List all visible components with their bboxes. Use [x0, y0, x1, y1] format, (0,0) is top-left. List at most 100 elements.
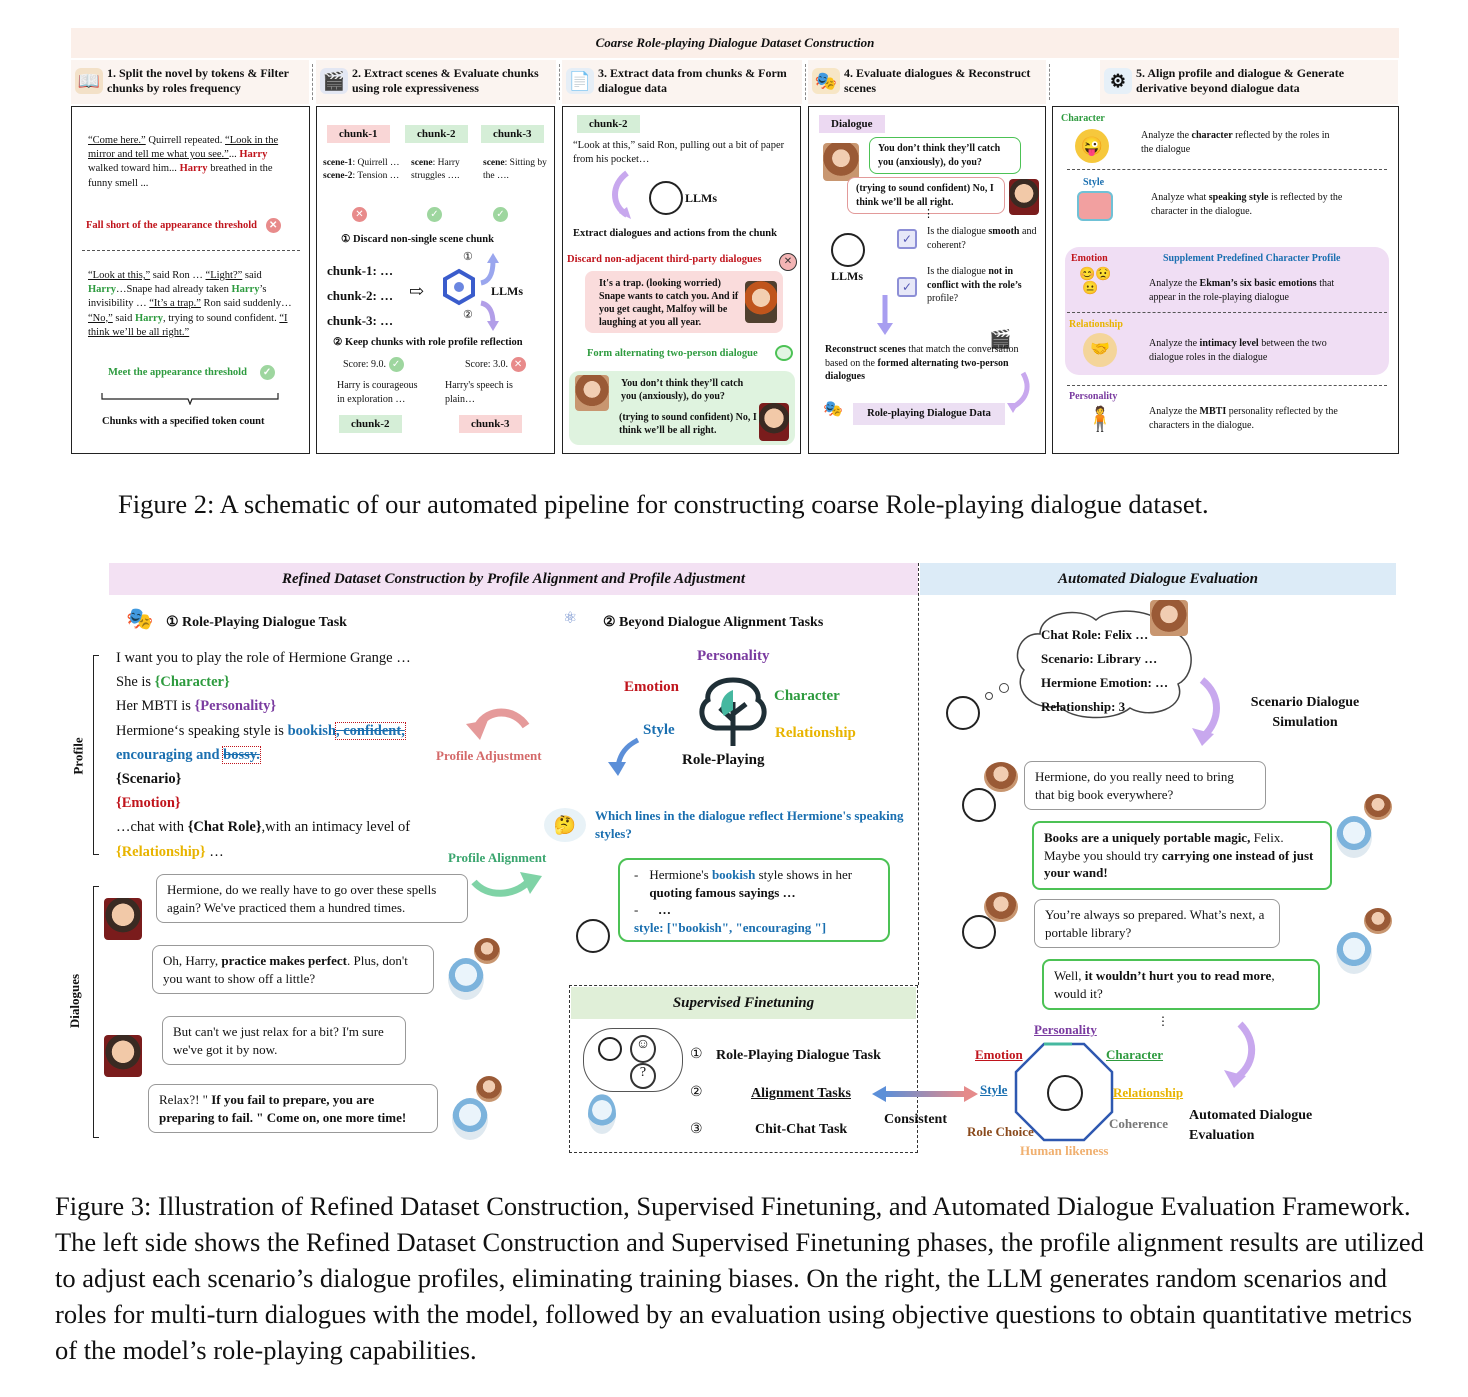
text: Books are a uniquely portable magic,	[1044, 830, 1251, 845]
quote: “Come here.”	[88, 135, 146, 146]
hermione-thought-avatar	[1364, 908, 1392, 934]
chat-role-placeholder: {Chat Role}	[187, 819, 262, 836]
text: …	[205, 843, 224, 860]
quote: “No,”	[88, 312, 113, 324]
scenario-placeholder: {Scenario}	[116, 771, 182, 788]
profile-adjustment-label: Profile Adjustment	[436, 748, 542, 763]
text: Is the dialogue	[927, 226, 989, 237]
sft-task-1: Role-Playing Dialogue Task	[716, 1048, 881, 1063]
dialogue-bubble-harry: Hermione, do we really have to go over t…	[156, 874, 468, 924]
cross-icon: ✕	[510, 357, 526, 372]
scene-col-1: scene-1: Quirrell … scene-2: Tension …	[323, 157, 405, 183]
thought-dot	[999, 683, 1009, 693]
radar-role-choice-label: Role Choice	[967, 1124, 1034, 1139]
robot-avatar	[588, 1094, 616, 1134]
checkbox-icon: ✓	[897, 229, 917, 249]
theater-masks-icon: 🎭	[812, 68, 840, 94]
robot-avatar	[452, 1098, 488, 1140]
profile-line: Her MBTI is {Personality}	[116, 694, 456, 718]
tree-style-label: Style	[643, 722, 675, 738]
text: it wouldn’t hurt you to read more	[1084, 968, 1272, 983]
step-4-title: 4. Evaluate dialogues & Reconstruct scen…	[844, 66, 1031, 95]
divider	[1067, 169, 1387, 170]
chunk-chip: chunk-3	[459, 415, 522, 433]
scenario-line: Hermione Emotion: …	[1041, 675, 1169, 690]
llms-label: LLMs	[491, 284, 524, 298]
bullet: -	[634, 902, 639, 918]
align-arrow-icon	[471, 872, 542, 897]
alignment-answer: -Hermione's bookish style shows in her q…	[618, 858, 890, 942]
sft-task-3: Chit-Chat Task	[755, 1122, 848, 1137]
text: …chat with	[116, 819, 188, 836]
check-icon: ✓	[427, 207, 442, 222]
clapperboard-icon: 🎬	[989, 329, 1012, 349]
step-1-title: 1. Split the novel by tokens & Filter ch…	[107, 66, 289, 95]
tree-icon	[699, 677, 767, 746]
chatgpt-icon	[962, 915, 996, 949]
score-desc: Harry is courageous in exploration …	[337, 380, 418, 405]
role-name: Harry	[134, 312, 163, 324]
dialogues-vertical-label: Dialogues	[67, 973, 83, 1029]
tree-character-label: Character	[774, 688, 840, 704]
text: ’s invisibility …	[88, 284, 267, 310]
ron-avatar	[745, 281, 777, 323]
style-text: Analyze what speaking style is reflected…	[1151, 191, 1365, 218]
radar-style-label: Style	[980, 1082, 1008, 1097]
radar-emotion-label: Emotion	[975, 1047, 1023, 1062]
hermione-thought-avatar	[476, 1076, 502, 1102]
dialogue-bubble-hermione: Oh, Harry, practice makes perfect. Plus,…	[152, 945, 434, 995]
personality-label: Personality	[1069, 391, 1118, 402]
eval-bubble-model: Well, it wouldn’t hurt you to read more,…	[1042, 959, 1320, 1011]
text: . Plus, don't you want to show off a lit…	[163, 953, 408, 986]
text: MBTI	[1199, 406, 1227, 417]
text: formed alternating	[877, 357, 959, 369]
text: Relax?! "	[159, 1092, 212, 1107]
step-2-header: 🎬 2. Extract scenes & Evaluate chunks us…	[316, 60, 556, 104]
scenario-info: Chat Role: Felix … Scenario: Library … H…	[1041, 623, 1168, 719]
text: personality reflected by the characters …	[1149, 406, 1338, 431]
relationship-text: Analyze the intimacy level between the t…	[1149, 337, 1359, 364]
text: Her MBTI is	[116, 698, 195, 715]
chatgpt-icon	[598, 1037, 622, 1061]
supplement-label: Supplement Predefined Character Profile	[1163, 253, 1341, 264]
quote: “Look at this,”	[88, 270, 151, 281]
character-placeholder: {Character}	[154, 674, 230, 691]
check-icon: ✓	[493, 207, 508, 222]
align-icon: ⚙	[1104, 68, 1132, 94]
panel-split-novel: “Come here.” Quirrell repeated. “Look in…	[71, 106, 310, 454]
text: and coherent?	[927, 226, 1037, 251]
emotion-label: Emotion	[1071, 253, 1108, 264]
personality-placeholder: {Personality}	[194, 698, 277, 715]
book-icon: 📖	[75, 68, 103, 94]
text: Reconstruct scenes	[825, 344, 906, 355]
task-1-label: ① Role-Playing Dialogue Task	[166, 615, 347, 630]
radar-personality-label: Personality	[1034, 1022, 1097, 1037]
document-icon: 📄	[566, 68, 594, 94]
character-text: Analyze the character reflected by the r…	[1141, 129, 1331, 156]
text: Hermione‘s speaking style is	[116, 722, 288, 739]
eval-bubble-user: Hermione, do you really need to bring th…	[1024, 761, 1266, 811]
scenario-cloud-icon	[1016, 610, 1192, 719]
curved-arrow-icon	[1007, 371, 1030, 413]
harry-avatar	[1009, 179, 1039, 215]
text: Oh, Harry,	[163, 953, 222, 968]
checkbox-icon: ✓	[897, 277, 917, 297]
tree-role-playing-label: Role-Playing	[682, 752, 765, 768]
automated-evaluation-label: Automated Dialogue Evaluation	[1189, 1108, 1313, 1143]
text: Analyze what	[1151, 192, 1209, 203]
scenario-line: Relationship: 3	[1041, 699, 1126, 714]
text: , would it?	[1054, 968, 1275, 1001]
robot-avatar	[1336, 932, 1372, 974]
step-divider	[805, 64, 806, 100]
dialogue-line: You don’t think they’ll catch you (anxio…	[621, 378, 744, 402]
radar-octagon	[1014, 1042, 1114, 1142]
person-icon: 🧍	[1085, 407, 1115, 433]
dialogue-line: (trying to sound confident) No, I think …	[619, 412, 757, 436]
chatgpt-icon	[831, 233, 865, 267]
dialogue-bubble: You don’t think they’ll catch you (anxio…	[869, 137, 1021, 174]
simulation-label: Scenario Dialogue Simulation	[1250, 695, 1360, 730]
handshake-icon: 🤝	[1083, 333, 1117, 367]
radar-relationship-label: Relationship	[1113, 1085, 1184, 1100]
fig2-banner: Coarse Role-playing Dialogue Dataset Con…	[71, 28, 1399, 58]
step-divider	[559, 64, 560, 100]
